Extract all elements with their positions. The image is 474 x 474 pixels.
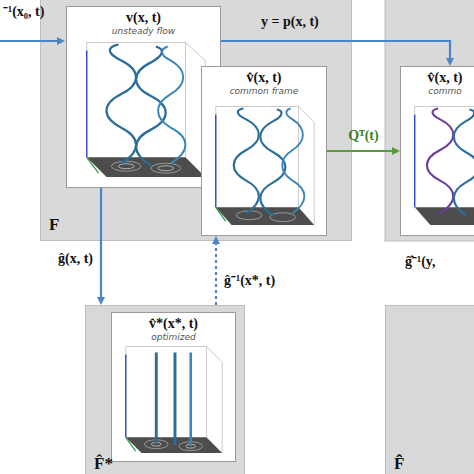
field-symbol: v̂(x, t)	[247, 70, 282, 86]
flow-box: v̂(x, t)commo	[400, 66, 474, 236]
panel-label: F̂*	[94, 455, 113, 474]
frame-panel: F v(x, t)unsteady flow v̂(x, t)common fr…	[40, 0, 352, 241]
flow-arrow	[212, 236, 220, 305]
arrowhead	[392, 147, 400, 155]
field-caption: unsteady flow	[112, 26, 175, 37]
panel-label: F	[49, 216, 59, 235]
frame-panel: F̂* v̂*(x*, t)optimized	[85, 305, 245, 474]
arrowhead	[446, 58, 454, 66]
input-arrow	[0, 37, 65, 45]
field-symbol: v(x, t)	[126, 10, 161, 26]
field-symbol: v̂(x, t)	[428, 70, 463, 86]
flow-arrow	[97, 188, 105, 305]
connector-line	[100, 188, 102, 298]
frame-panel: F̂̂	[385, 305, 474, 474]
flow-box: v(x, t)unsteady flow	[66, 6, 221, 188]
panel-label: F̂̂	[394, 455, 404, 474]
flow-arrow	[327, 147, 400, 155]
field-caption: optimized	[151, 332, 196, 343]
connector-line	[327, 150, 393, 152]
arrowhead	[212, 236, 220, 244]
flow-box: v̂*(x*, t)optimized	[111, 312, 236, 462]
field-caption: common frame	[230, 86, 299, 97]
edge-label: y = p(x, t)	[261, 14, 319, 29]
field-caption: commo	[428, 86, 462, 97]
arrowhead	[97, 297, 105, 305]
flow-arrow	[221, 41, 454, 66]
edge-label: Qᵀ(t)	[348, 128, 378, 143]
connector-line	[221, 41, 450, 59]
edge-label: ĝ(x, t)	[58, 251, 93, 266]
flow-box: v̂(x, t)common frame	[201, 66, 327, 236]
map-label: ⁻¹(x₀, t)	[3, 4, 44, 19]
connector-line	[215, 243, 217, 305]
map-label: ĝ̂⁻¹(y,	[405, 254, 436, 269]
edge-label: ĝ⁻¹(x*, t)	[224, 273, 275, 288]
field-symbol: v̂*(x*, t)	[149, 316, 198, 332]
